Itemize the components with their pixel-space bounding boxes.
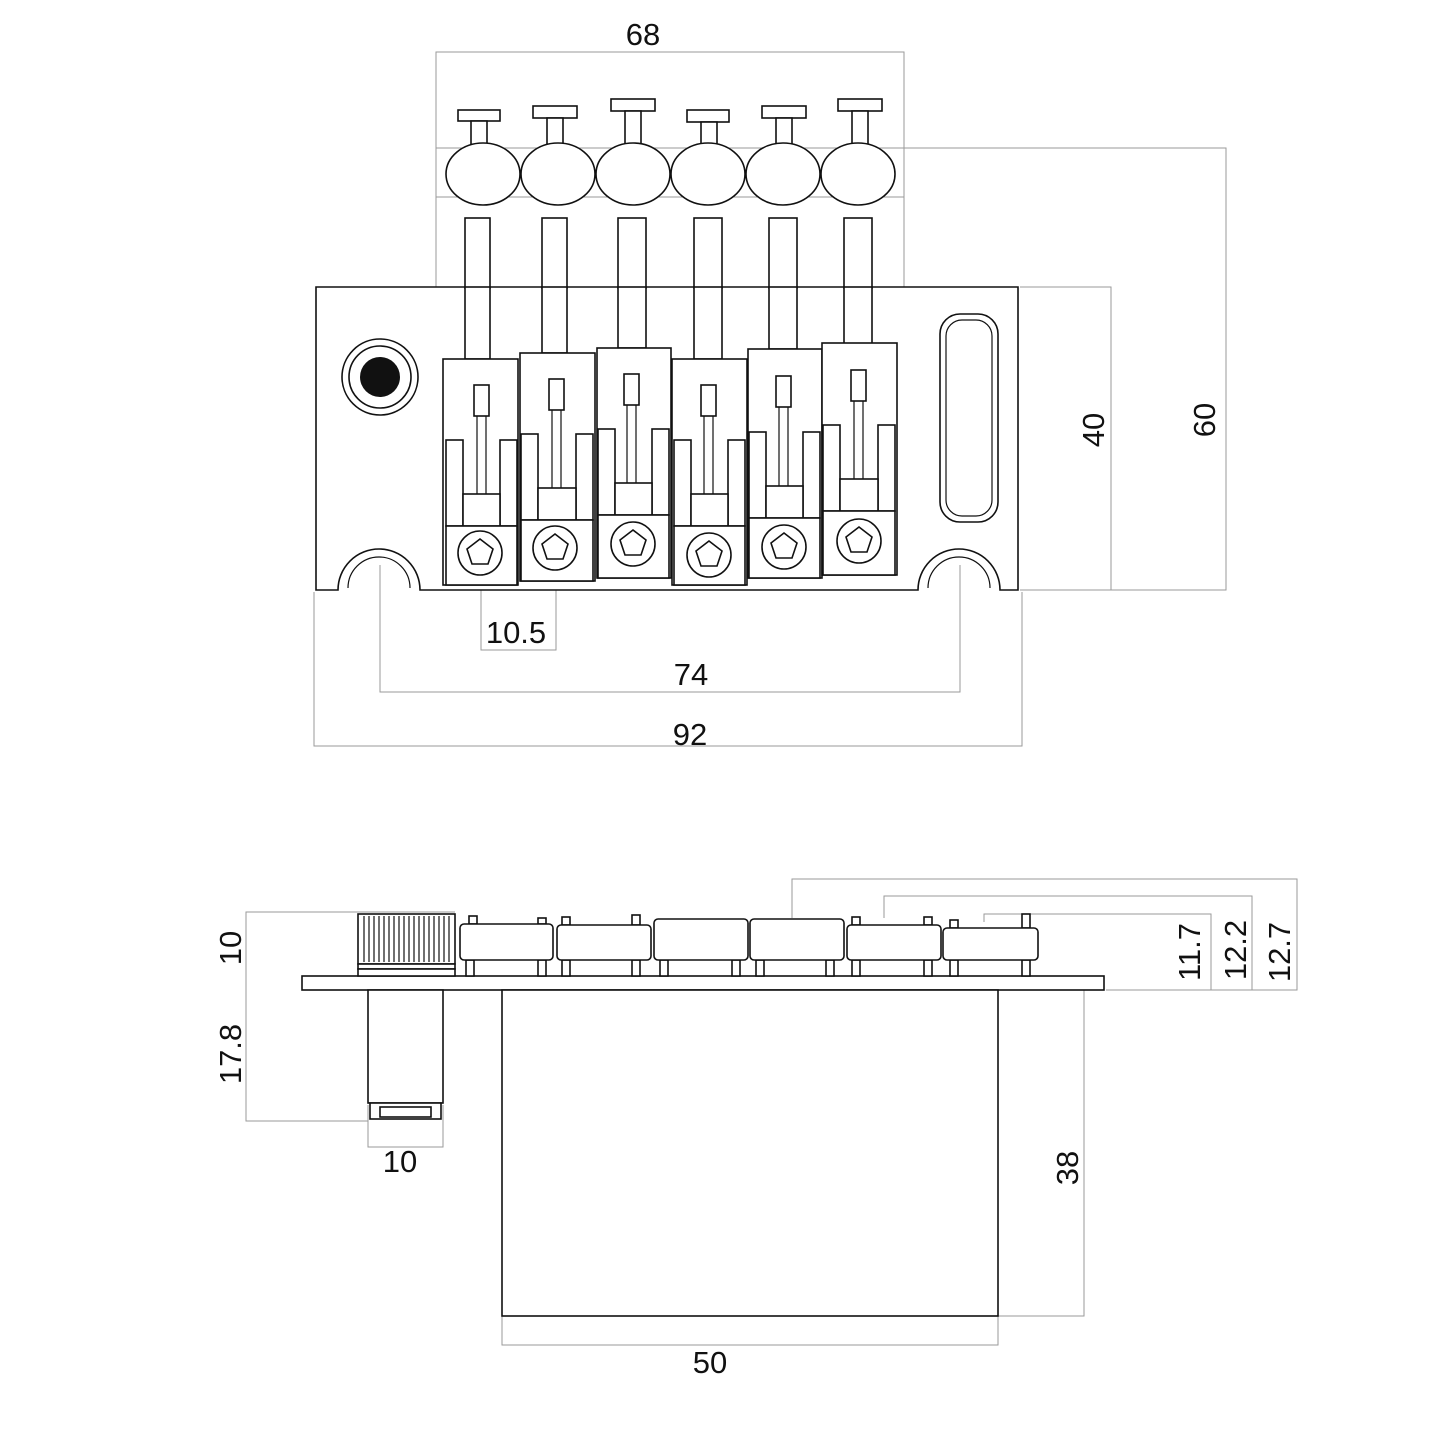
knurl-lines: [363, 916, 450, 962]
dim-label-11-7: 11.7: [1172, 923, 1207, 981]
dim-label-50: 50: [693, 1345, 727, 1380]
saddles: [442, 342, 898, 586]
arm-socket-stud: [367, 989, 444, 1120]
top-view-dimension-lines: [313, 51, 1227, 747]
dim-line-strip-upper: [436, 147, 904, 198]
saddle-5: [747, 348, 823, 579]
side-saddle-2: [556, 914, 652, 977]
saddle-6: [821, 342, 898, 576]
dim-label-68: 68: [626, 17, 660, 52]
dim-line-74: [379, 565, 961, 693]
dim-line-92: [313, 592, 1023, 747]
saddle-3: [596, 347, 672, 579]
dim-label-12-2: 12.2: [1218, 920, 1253, 980]
fine-tuner-shanks: [464, 286, 873, 360]
fine-tuner-4: [670, 109, 746, 289]
saddle-1: [442, 358, 519, 586]
side-saddle-1: [459, 915, 554, 977]
fine-tuner-2: [520, 105, 596, 289]
fine-tuner-slot: [939, 313, 999, 523]
dim-label-12-7: 12.7: [1262, 922, 1297, 982]
dim-line-50: [501, 1316, 999, 1346]
right-post-notch-inner: [927, 556, 991, 589]
side-saddle-3: [653, 918, 749, 977]
side-view: 10 17.8 10 11.7 12.2 12.7 38 50: [213, 878, 1298, 1380]
dim-label-40: 40: [1076, 413, 1111, 447]
dim-label-17-8: 17.8: [213, 1024, 248, 1084]
dim-label-10-5: 10.5: [486, 615, 546, 650]
sustain-block: [501, 989, 999, 1317]
fine-tuner-1: [445, 109, 521, 289]
fine-tuners: [445, 98, 896, 289]
side-saddles: [459, 913, 1039, 977]
dim-line-10-knob: [245, 911, 455, 990]
dim-label-74: 74: [674, 657, 708, 692]
dim-label-92: 92: [673, 717, 707, 752]
dim-line-12-7: [791, 878, 1298, 991]
fine-tuner-6: [820, 98, 896, 289]
fine-tuner-slot-inner: [945, 319, 993, 517]
dim-line-10-stud: [367, 1105, 444, 1148]
dim-line-12-2: [883, 895, 1253, 990]
dim-line-10-5: [480, 578, 557, 651]
dim-line-17-8: [245, 990, 368, 1122]
saddle-2: [519, 352, 596, 582]
top-view: 68 60 40 10.5 74 92: [313, 17, 1227, 752]
dim-label-60: 60: [1187, 403, 1222, 437]
side-saddle-4: [749, 918, 845, 977]
fine-tuner-5: [745, 105, 821, 289]
fine-tuner-3: [595, 98, 671, 289]
side-view-dimension-lines: [245, 878, 1298, 1346]
arm-socket-hole: [360, 357, 400, 397]
arm-socket: [341, 338, 419, 416]
dim-line-40: [1020, 286, 1112, 590]
side-saddle-5: [846, 916, 942, 977]
dim-line-11-7: [983, 913, 1212, 990]
dim-line-60: [904, 147, 1227, 591]
knurled-knob: [357, 913, 456, 977]
side-saddle-6: [942, 913, 1039, 977]
side-base-plate: [301, 975, 1105, 991]
dim-label-10-knob: 10: [213, 931, 248, 965]
left-post-notch-inner: [347, 556, 411, 589]
dim-label-38: 38: [1050, 1151, 1085, 1185]
saddle-4: [671, 358, 748, 586]
dim-line-68: [435, 51, 905, 290]
dim-label-10-stud: 10: [383, 1144, 417, 1179]
